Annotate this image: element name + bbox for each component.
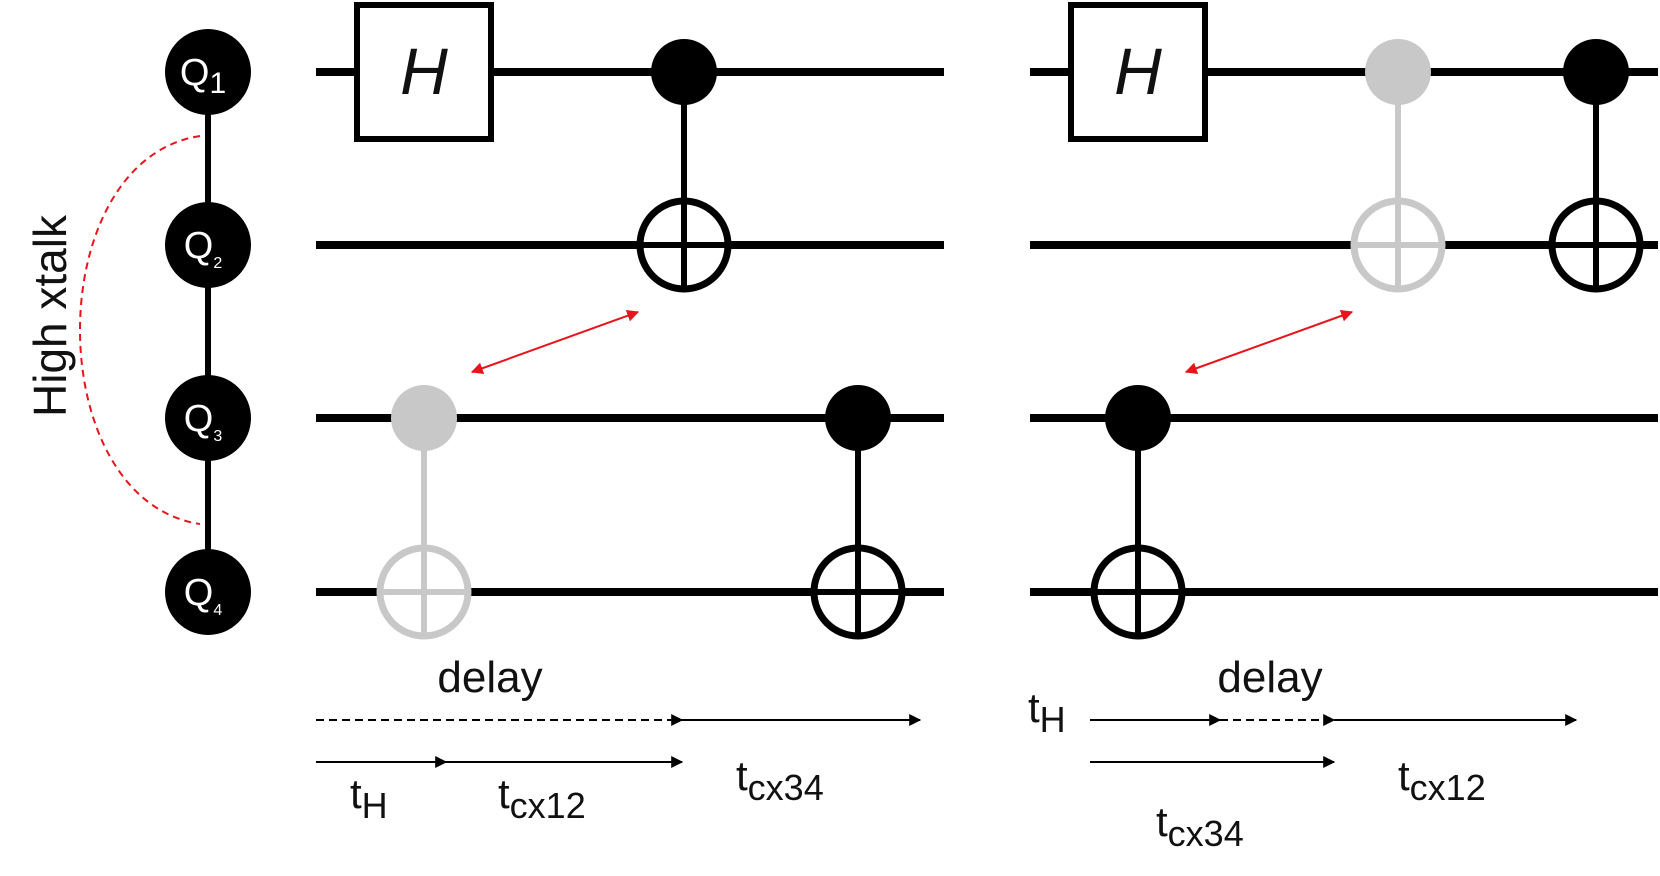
cnot-q3-q4 xyxy=(810,385,906,640)
control-dot xyxy=(1563,39,1629,105)
cnot-q1-q2 xyxy=(636,39,732,293)
cnot-q3-q4-delayed xyxy=(376,385,472,640)
qubit-node-q1: Q1 xyxy=(165,29,251,115)
crosstalk-arc xyxy=(79,135,201,525)
qubit-node-q4: Q4 xyxy=(165,549,251,635)
high-xtalk-label: High xtalk xyxy=(24,214,76,417)
delay-label: delay xyxy=(437,653,542,702)
crosstalk-arrow xyxy=(1184,310,1354,374)
hadamard-gate: H xyxy=(354,2,494,142)
svg-text:Q4: Q4 xyxy=(184,572,223,619)
svg-text:Q2: Q2 xyxy=(184,225,223,272)
cnot-q1-q2 xyxy=(1548,39,1644,293)
t-cx12-label: tcx12 xyxy=(1398,752,1486,808)
qubit-letter: Q xyxy=(180,52,210,94)
qubit-letter: Q xyxy=(184,398,214,440)
qubit-index: 4 xyxy=(213,602,222,619)
t-h-label: tH xyxy=(1028,684,1066,740)
right-timeline: delay tH tcx34 tcx12 xyxy=(1028,653,1578,854)
control-dot xyxy=(651,39,717,105)
cnot-q3-q4 xyxy=(1090,385,1186,640)
qubit-index: 3 xyxy=(213,428,222,445)
qubit-letter: Q xyxy=(184,572,214,614)
qubit-letter: Q xyxy=(184,225,214,267)
control-dot xyxy=(1105,385,1171,451)
control-dot xyxy=(1365,39,1431,105)
t-cx12-label: tcx12 xyxy=(498,770,586,826)
svg-text:Q1: Q1 xyxy=(180,52,226,100)
t-cx34-label: tcx34 xyxy=(736,752,824,808)
qubit-index: 1 xyxy=(209,67,226,100)
right-circuit: H delay tH xyxy=(1028,2,1658,854)
control-dot xyxy=(391,385,457,451)
crosstalk-arrow xyxy=(470,310,640,374)
qubit-index: 2 xyxy=(213,255,222,272)
control-dot xyxy=(825,385,891,451)
gate-h-label: H xyxy=(1114,34,1162,108)
t-h-label: tH xyxy=(350,770,388,826)
hadamard-gate: H xyxy=(1068,2,1208,142)
delay-label: delay xyxy=(1217,653,1322,702)
qubit-node-q2: Q2 xyxy=(165,202,251,288)
svg-text:Q3: Q3 xyxy=(184,398,223,445)
gate-h-label: H xyxy=(400,34,448,108)
cnot-q1-q2-delayed xyxy=(1350,39,1446,293)
qubit-topology: High xtalk Q1 Q2 Q3 Q4 xyxy=(24,29,251,635)
qubit-node-q3: Q3 xyxy=(165,375,251,461)
left-circuit: H delay xyxy=(316,2,944,826)
t-cx34-label: tcx34 xyxy=(1156,798,1244,854)
left-timeline: delay tH tcx12 tcx34 xyxy=(316,653,922,826)
